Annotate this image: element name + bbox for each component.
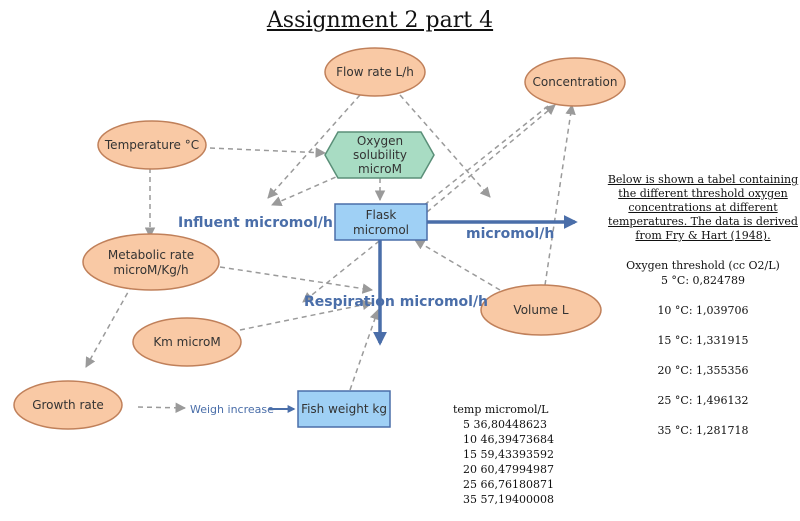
flask-label-line1: Flask bbox=[366, 208, 397, 222]
volume-label: Volume L bbox=[513, 303, 568, 317]
oxygen-solubility-label-line3: microM bbox=[358, 162, 402, 176]
temp-table-row: 35 57,19400008 bbox=[463, 493, 554, 506]
temperature-label: Temperature °C bbox=[104, 138, 199, 152]
threshold-intro-line: the different threshold oxygen bbox=[618, 187, 788, 200]
arrow-metabolic-growth bbox=[85, 284, 133, 368]
node-volume bbox=[480, 284, 602, 336]
weight-increase-label: Weigh increase bbox=[190, 403, 274, 416]
temp-table-row: 15 59,43393592 bbox=[463, 448, 554, 461]
arrow-km-respiration bbox=[239, 299, 374, 331]
arrow-volume-flask bbox=[414, 239, 501, 291]
oxygen-solubility-label-line1: Oxygen bbox=[357, 134, 403, 148]
arrow-volume-concentration bbox=[544, 103, 576, 286]
fish-weight-label: Fish weight kg bbox=[301, 402, 387, 416]
node-temperature bbox=[97, 120, 207, 170]
temp-table-row: 10 46,39473684 bbox=[463, 433, 554, 446]
node-growth-rate bbox=[13, 380, 123, 430]
temp-table-row: 25 66,76180871 bbox=[463, 478, 554, 491]
flask-label-line2: micromol bbox=[353, 223, 409, 237]
threshold-row: 15 °C: 1,331915 bbox=[657, 334, 749, 347]
node-metabolic-rate bbox=[82, 233, 220, 291]
arrow-temperature-solubility bbox=[209, 147, 327, 158]
threshold-heading: Oxygen threshold (cc O2/L) bbox=[626, 259, 780, 272]
temp-table-row: 5 36,80448623 bbox=[463, 418, 547, 431]
node-concentration bbox=[524, 57, 626, 107]
flow-rate-label: Flow rate L/h bbox=[336, 65, 414, 79]
threshold-intro-line: concentrations at different bbox=[628, 201, 778, 214]
node-km bbox=[132, 317, 242, 367]
arrow-solubility-influent bbox=[271, 169, 353, 207]
node-flask bbox=[334, 203, 428, 241]
flow-arrows bbox=[269, 215, 578, 413]
arrow-fishweight-respiration bbox=[349, 309, 380, 391]
threshold-row: 20 °C: 1,355356 bbox=[657, 364, 749, 377]
arrow-flask-concentration bbox=[426, 104, 556, 213]
growth-rate-label: Growth rate bbox=[32, 398, 104, 412]
respiration-flow-label: Respiration micromol/h bbox=[304, 294, 488, 310]
threshold-row: 10 °C: 1,039706 bbox=[657, 304, 749, 317]
threshold-row: 25 °C: 1,496132 bbox=[657, 394, 749, 407]
threshold-row: 5 °C: 0,824789 bbox=[660, 274, 746, 287]
node-flow-rate bbox=[324, 47, 426, 97]
temp-table-row: 20 60,47994987 bbox=[463, 463, 554, 476]
threshold-intro-line: Below is shown a tabel containing bbox=[607, 173, 799, 186]
page-title: Assignment 2 part 4 bbox=[266, 8, 494, 33]
arrow-growth-weight bbox=[137, 402, 187, 414]
threshold-intro-line: from Fry & Hart (1948). bbox=[635, 229, 771, 242]
node-fish-weight bbox=[297, 390, 391, 428]
oxygen-solubility-label-line2: solubility bbox=[353, 148, 407, 162]
metabolic-rate-label-line2: microM/Kg/h bbox=[113, 263, 188, 277]
metabolic-rate-label-line1: Metabolic rate bbox=[108, 248, 194, 262]
temp-table-header: temp micromol/L bbox=[453, 403, 549, 416]
node-oxygen-solubility bbox=[324, 131, 435, 179]
temp-micromol-table: temp micromol/L 5 36,80448623 10 46,3947… bbox=[453, 402, 563, 507]
arrow-metabolic-respiration bbox=[219, 266, 374, 294]
arrow-flowrate-effluent bbox=[399, 94, 491, 198]
effluent-flow-label: micromol/h bbox=[466, 226, 554, 242]
threshold-notes: Below is shown a tabel containing the di… bbox=[606, 173, 800, 437]
concentration-label: Concentration bbox=[533, 75, 618, 89]
oval-nodes bbox=[13, 47, 626, 430]
threshold-intro-line: temperatures. The data is derived bbox=[608, 215, 798, 228]
km-label: Km microM bbox=[153, 335, 220, 349]
threshold-row: 35 °C: 1,281718 bbox=[657, 424, 749, 437]
influence-arrows bbox=[85, 94, 576, 414]
influent-flow-label: Influent micromol/h bbox=[178, 215, 333, 231]
